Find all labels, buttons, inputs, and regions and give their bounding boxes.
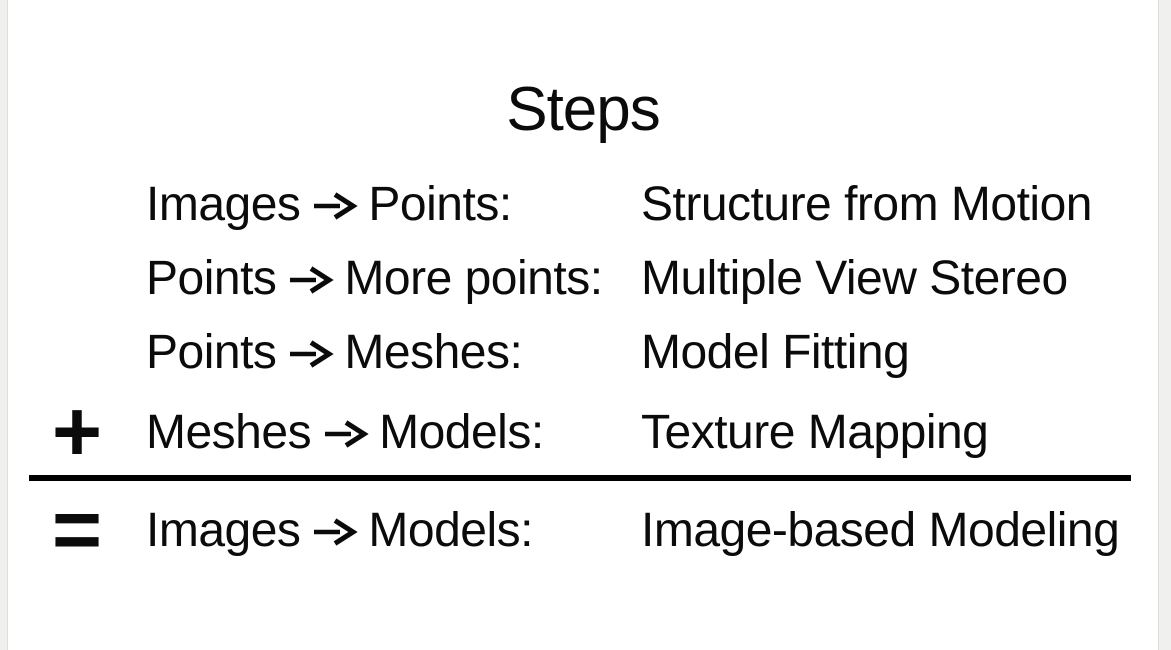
sum-divider-line: [29, 475, 1131, 481]
slide-title: Steps: [506, 75, 661, 144]
mapping-meshes-models: Meshes Models:: [146, 405, 641, 460]
mapping-images-points: Images Points:: [146, 177, 641, 232]
step-row: + Meshes Models: Texture Mapping: [8, 389, 1158, 475]
method-label: Image-based Modeling: [641, 503, 1120, 557]
mapping-images-models: Images Models:: [146, 503, 641, 558]
mapping-points-morepoints: Points More points:: [146, 251, 641, 306]
mapping-to: Models:: [368, 503, 533, 557]
step-row: Points Meshes: Model Fitting: [8, 315, 1158, 389]
arrow-right-icon: [288, 326, 335, 381]
operator-plus: +: [51, 384, 103, 480]
mapping-from: Images: [146, 503, 301, 557]
mapping-from: Meshes: [146, 405, 312, 459]
mapping-from: Points: [146, 251, 277, 305]
method-label: Texture Mapping: [641, 405, 989, 459]
mapping-from: Points: [146, 325, 277, 379]
step-row: Points More points: Multiple View Stereo: [8, 241, 1158, 315]
method-label: Model Fitting: [641, 325, 910, 379]
mapping-points-meshes: Points Meshes:: [146, 325, 641, 380]
arrow-right-icon: [312, 178, 359, 233]
mapping-from: Images: [146, 177, 301, 231]
method-label: Structure from Motion: [641, 177, 1092, 231]
mapping-to: More points:: [344, 251, 603, 305]
step-row: = Images Models: Image-based Modeling: [8, 487, 1158, 573]
mapping-to: Points:: [368, 177, 512, 231]
arrow-right-icon: [288, 252, 335, 307]
mapping-to: Meshes:: [344, 325, 523, 379]
operator-equals: =: [51, 482, 103, 578]
slide-canvas: Steps Images Points: Structure from Moti…: [7, 0, 1159, 650]
arrow-right-icon: [323, 406, 369, 461]
method-label: Multiple View Stereo: [641, 251, 1068, 305]
step-row: Images Points: Structure from Motion: [8, 167, 1158, 241]
arrow-right-icon: [312, 504, 359, 559]
steps-list: Images Points: Structure from Motion Poi…: [8, 167, 1158, 573]
mapping-to: Models:: [379, 405, 544, 459]
